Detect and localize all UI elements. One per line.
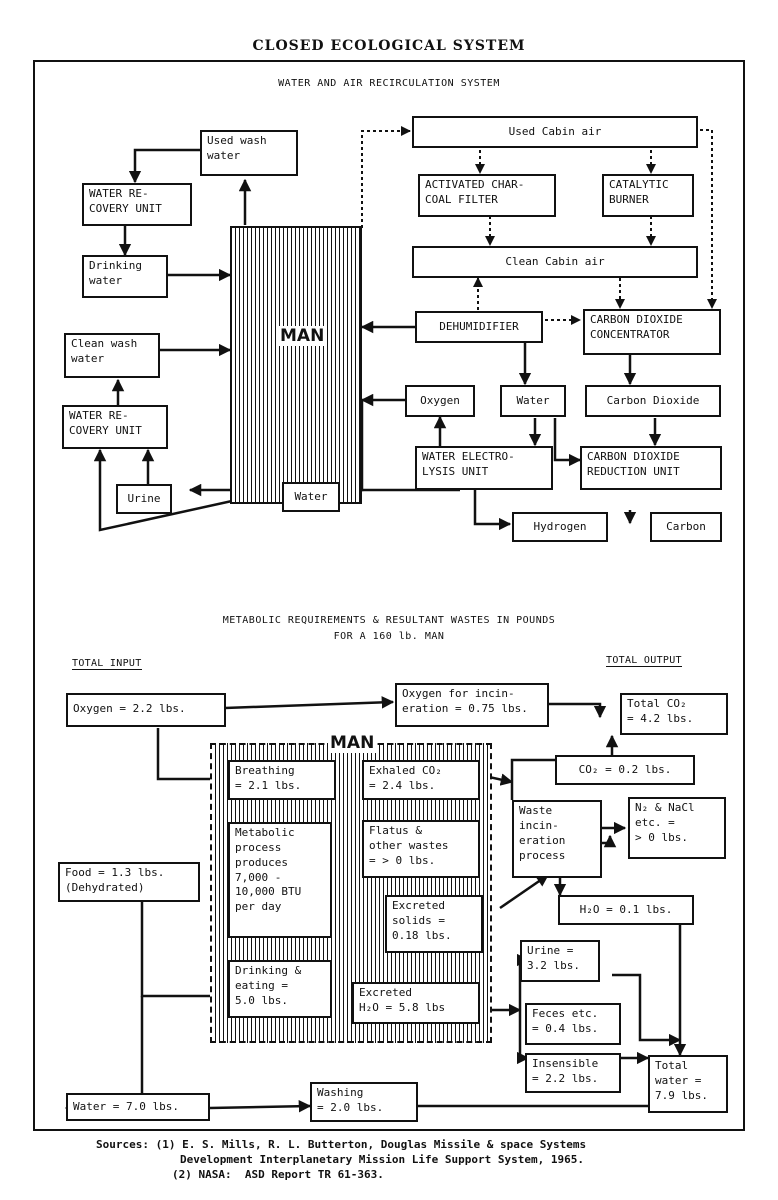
water-input-box: Water = 7.0 lbs. [66,1093,210,1121]
co2-concentrator-box: CARBON DIOXIDE CONCENTRATOR [583,309,721,355]
breathing-box: Breathing = 2.1 lbs. [228,760,336,800]
metabolic-heading-line1: METABOLIC REQUIREMENTS & RESULTANT WASTE… [222,615,556,626]
h2o-output-box: H₂O = 0.1 lbs. [558,895,694,925]
excreted-solids-box: Excreted solids = 0.18 lbs. [385,895,483,953]
oxygen-box: Oxygen [405,385,475,417]
carbon-box: Carbon [650,512,722,542]
total-co2-box: Total CO₂ = 4.2 lbs. [620,693,728,735]
feces-output-box: Feces etc. = 0.4 lbs. [525,1003,621,1045]
used-cabin-air-box: Used Cabin air [412,116,698,148]
total-input-label: TOTAL INPUT [72,658,142,670]
sources-line2: Development Interplanetary Mission Life … [180,1153,584,1166]
hydrogen-box: Hydrogen [512,512,608,542]
clean-cabin-air-box: Clean Cabin air [412,246,698,278]
water-box-mid: Water [500,385,566,417]
n2-nacl-box: N₂ & NaCl etc. = > 0 lbs. [628,797,726,859]
exhaled-co2-box: Exhaled CO₂ = 2.4 lbs. [362,760,480,800]
drinking-water-box: Drinking water [82,255,168,298]
carbon-dioxide-box: Carbon Dioxide [585,385,721,417]
recirculation-heading: WATER AND AIR RECIRCULATION SYSTEM [278,78,500,89]
sources-line3: (2) NASA: ASD Report TR 61-363. [172,1168,384,1181]
water-recovery-unit-box-2: WATER RE- COVERY UNIT [62,405,168,449]
man-label-top: MAN [278,326,327,346]
diagram-frame [33,60,745,1131]
urine-box: Urine [116,484,172,514]
metabolic-process-box: Metabolic process produces 7,000 - 10,00… [228,822,332,938]
page-title: CLOSED ECOLOGICAL SYSTEM [252,38,526,54]
flatus-box: Flatus & other wastes = > 0 lbs. [362,820,480,878]
co2-reduction-unit-box: CARBON DIOXIDE REDUCTION UNIT [580,446,722,490]
washing-box: Washing = 2.0 lbs. [310,1082,418,1122]
water-electrolysis-unit-box: WATER ELECTRO- LYSIS UNIT [415,446,553,490]
insensible-output-box: Insensible = 2.2 lbs. [525,1053,621,1093]
drinking-eating-box: Drinking & eating = 5.0 lbs. [228,960,332,1018]
clean-wash-water-box: Clean wash water [64,333,160,378]
waste-incineration-box: Waste incin- eration process [512,800,602,878]
co2-output-box: CO₂ = 0.2 lbs. [555,755,695,785]
catalytic-burner-box: CATALYTIC BURNER [602,174,694,217]
oxygen-input-box: Oxygen = 2.2 lbs. [66,693,226,727]
man-label-bottom: MAN [328,733,377,753]
dehumidifier-box: DEHUMIDIFIER [415,311,543,343]
urine-output-box: Urine = 3.2 lbs. [520,940,600,982]
total-water-box: Total water = 7.9 lbs. [648,1055,728,1113]
oxygen-incineration-box: Oxygen for incin- eration = 0.75 lbs. [395,683,549,727]
activated-charcoal-filter-box: ACTIVATED CHAR- COAL FILTER [418,174,556,217]
used-wash-water-box: Used wash water [200,130,298,176]
excreted-h2o-box: Excreted H₂O = 5.8 lbs [352,982,480,1024]
sources-line1: Sources: (1) E. S. Mills, R. L. Butterto… [96,1138,587,1151]
water-box-bottom: Water [282,482,340,512]
metabolic-heading-line2: FOR A 160 lb. MAN [333,631,445,642]
man-figure-top [230,226,362,504]
water-recovery-unit-box-1: WATER RE- COVERY UNIT [82,183,192,226]
total-output-label: TOTAL OUTPUT [606,655,682,667]
food-input-box: Food = 1.3 lbs. (Dehydrated) [58,862,200,902]
